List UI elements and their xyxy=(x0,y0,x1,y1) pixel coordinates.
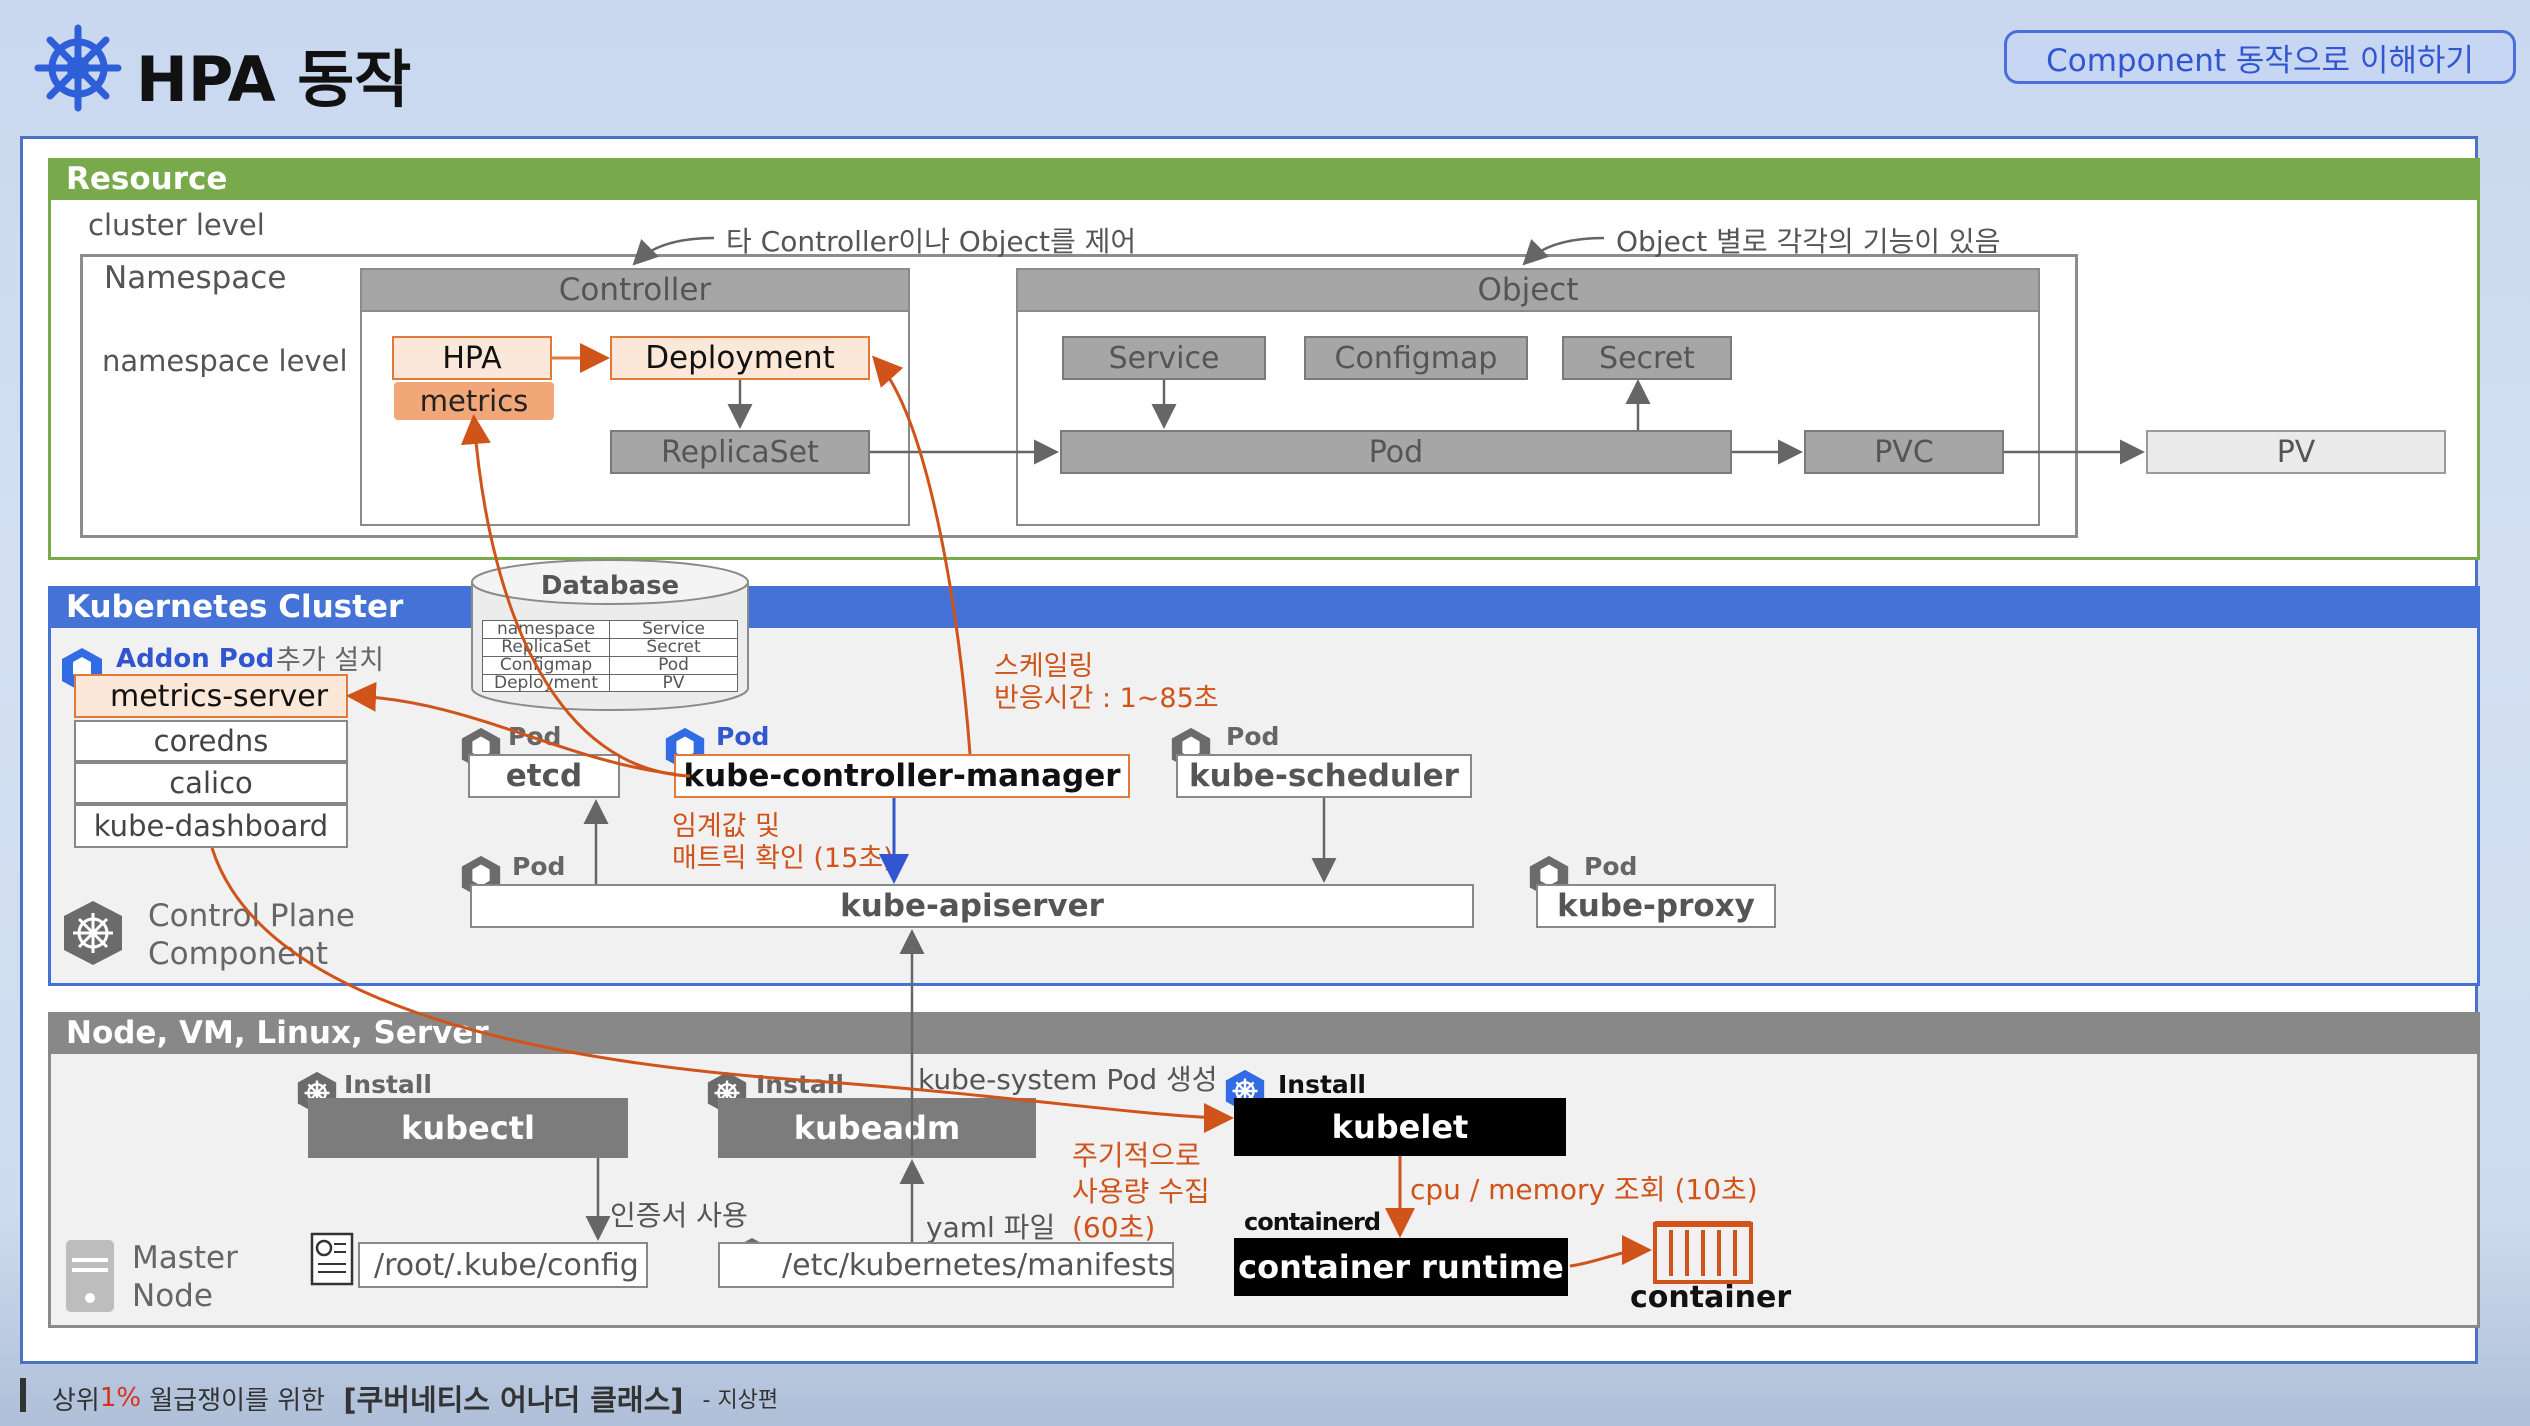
coredns-box: coredns xyxy=(74,720,348,762)
replicaset-box: ReplicaSet xyxy=(610,430,870,474)
scaling-time-label: 반응시간 : 1~85초 xyxy=(994,683,1219,714)
controller-note: 타 Controller이나 Object를 제어 xyxy=(726,225,1137,258)
kubelet-box: kubelet xyxy=(1234,1098,1566,1156)
footer-middle: 월급쟁이를 위한 xyxy=(141,1385,334,1416)
service-box: Service xyxy=(1062,336,1266,380)
master-node-label-2: Node xyxy=(132,1278,213,1314)
control-plane-icon xyxy=(58,898,128,968)
master-node-label-1: Master xyxy=(132,1240,238,1276)
namespace-label: Namespace xyxy=(104,260,287,296)
cluster-level-label: cluster level xyxy=(88,208,265,242)
threshold-label-1: 임계값 및 xyxy=(672,811,780,842)
addon-note: 추가 설치 xyxy=(276,645,384,676)
database-table: namespace Service ReplicaSet Secret Conf… xyxy=(482,620,738,692)
kube-system-pod-label: kube-system Pod 생성 xyxy=(918,1063,1218,1096)
deployment-box: Deployment xyxy=(610,336,870,380)
etcd-pod-label: Pod xyxy=(508,722,562,751)
periodic-label-2: 사용량 수집 xyxy=(1072,1175,1210,1208)
certificate-icon xyxy=(306,1230,358,1288)
yaml-file-label: yaml 파일 xyxy=(926,1211,1056,1244)
kube-scheduler-box: kube-scheduler xyxy=(1176,754,1472,798)
object-pod-box: Pod xyxy=(1060,430,1732,474)
control-plane-label-2: Component xyxy=(148,936,328,972)
hpa-box: HPA xyxy=(392,336,552,380)
controller-header: Controller xyxy=(360,268,910,312)
page-title: HPA 동작 xyxy=(136,43,412,116)
periodic-label-1: 주기적으로 xyxy=(1072,1139,1201,1172)
kubelet-install-label: Install xyxy=(1278,1070,1366,1099)
periodic-label-3: (60초) xyxy=(1072,1211,1156,1244)
cluster-bar: Kubernetes Cluster xyxy=(48,586,2480,628)
object-header: Object xyxy=(1016,268,2040,312)
kubernetes-logo-icon xyxy=(32,22,124,114)
node-bar: Node, VM, Linux, Server xyxy=(48,1012,2480,1054)
scheduler-pod-label: Pod xyxy=(1226,722,1280,751)
kubeadm-install-label: Install xyxy=(756,1070,844,1099)
container-icon xyxy=(1652,1218,1754,1286)
db-cell: Deployment xyxy=(483,675,610,692)
kubectl-box: kubectl xyxy=(308,1098,628,1158)
metrics-box: metrics xyxy=(394,382,554,420)
apiserver-pod-label: Pod xyxy=(512,852,566,881)
threshold-label-2: 매트릭 확인 (15초) xyxy=(672,843,894,874)
database-title: Database xyxy=(540,571,680,601)
addon-pod-label: Addon Pod xyxy=(116,644,275,674)
resource-bar: Resource xyxy=(48,158,2480,200)
footer-bar-mark xyxy=(20,1378,26,1412)
proxy-pod-label: Pod xyxy=(1584,852,1638,881)
manifests-box: /etc/kubernetes/manifests xyxy=(718,1242,1174,1288)
secret-box: Secret xyxy=(1562,336,1732,380)
cpu-memory-label: cpu / memory 조회 (10초) xyxy=(1410,1173,1758,1206)
scaling-label: 스케일링 xyxy=(994,651,1094,682)
container-label: container xyxy=(1630,1280,1792,1315)
pv-box: PV xyxy=(2146,430,2446,474)
section-tag: Component 동작으로 이해하기 xyxy=(2004,30,2516,84)
kube-controller-manager-box: kube-controller-manager xyxy=(674,754,1130,798)
configmap-box: Configmap xyxy=(1304,336,1528,380)
namespace-level-label: namespace level xyxy=(102,344,348,378)
kubeadm-box: kubeadm xyxy=(718,1098,1036,1158)
footer-highlight: 1% xyxy=(99,1383,142,1413)
container-runtime-box: container runtime xyxy=(1234,1238,1568,1296)
db-cell: PV xyxy=(662,673,685,693)
footer-prefix: 상위 xyxy=(52,1385,100,1416)
server-icon xyxy=(62,1236,118,1316)
kube-proxy-box: kube-proxy xyxy=(1536,884,1776,928)
kube-dashboard-box: kube-dashboard xyxy=(74,804,348,848)
kube-apiserver-box: kube-apiserver xyxy=(470,884,1474,928)
metrics-server-box: metrics-server xyxy=(74,674,348,718)
calico-box: calico xyxy=(74,762,348,804)
containerd-logo: containerd xyxy=(1244,1208,1381,1236)
object-note: Object 별로 각각의 기능이 있음 xyxy=(1616,225,2001,258)
etcd-box: etcd xyxy=(468,754,620,798)
kubectl-install-label: Install xyxy=(344,1070,432,1099)
footer-suffix: - 지상편 xyxy=(695,1388,779,1413)
kube-config-box: /root/.kube/config xyxy=(358,1242,648,1288)
footer-text: 상위 1% 월급쟁이를 위한 [쿠버네티스 어나더 클래스] - 지상편 xyxy=(52,1380,779,1417)
cert-use-label: 인증서 사용 xyxy=(610,1199,748,1232)
pvc-box: PVC xyxy=(1804,430,2004,474)
footer-book: [쿠버네티스 어나더 클래스] xyxy=(343,1383,684,1417)
control-plane-label-1: Control Plane xyxy=(148,898,355,934)
kcm-pod-label: Pod xyxy=(716,722,770,751)
